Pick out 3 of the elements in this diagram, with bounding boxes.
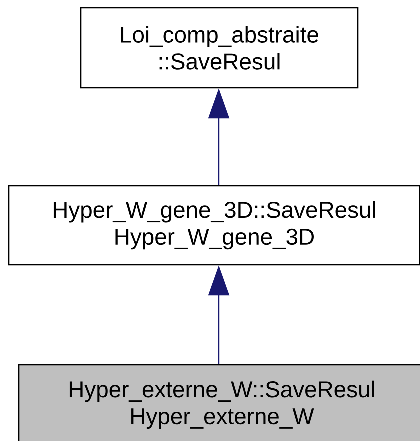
class-box: Loi_comp_abstraite ::SaveResul (80, 7, 359, 89)
class-box: Hyper_W_gene_3D::SaveResul Hyper_W_gene_3D (8, 185, 420, 266)
class-box: Hyper_externe_W::SaveResul Hyper_externe_W (18, 364, 420, 441)
